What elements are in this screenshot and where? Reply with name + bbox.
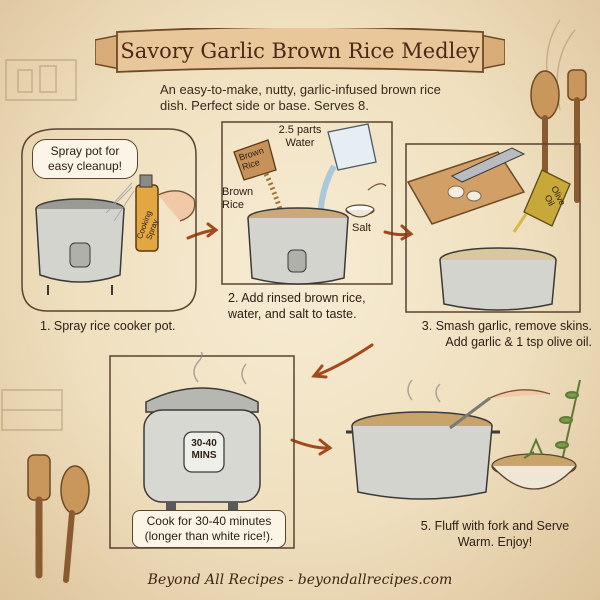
intro-text: An easy-to-make, nutty, garlic-infused b… (160, 82, 441, 113)
wooden-spoons-right-icon (530, 69, 587, 208)
step-1-caption: 1. Spray rice cooker pot. (40, 319, 176, 333)
tip-bubble: Spray pot for easy cleanup! (32, 139, 138, 179)
title-banner: Savory Garlic Brown Rice Medley (95, 28, 505, 78)
water-label: 2.5 parts Water (278, 124, 322, 149)
garlic-pot-icon (439, 247, 557, 311)
step-3-caption: 3. Smash garlic, remove skins. Add garli… (421, 319, 592, 349)
wooden-utensils-left-icon (27, 454, 90, 583)
arrow-step3-to-step4 (315, 343, 374, 377)
step-2-caption: 2. Add rinsed brown rice, water, and sal… (228, 291, 366, 321)
step-arrows (186, 222, 414, 456)
arrow-step4-to-step5 (290, 438, 328, 450)
closed-rice-cooker-icon (143, 387, 261, 514)
salt-label: Salt (352, 222, 371, 234)
herb-sprig-icon (555, 379, 581, 471)
rice-label: Brown Rice (222, 186, 254, 211)
arrow-step2-to-step3 (383, 230, 411, 237)
rice-cooker-filling-icon (247, 207, 349, 285)
step-5-caption: 5. Fluff with fork and Serve Warm. Enjoy… (420, 519, 570, 549)
step-3-panel: Olive Oil (402, 140, 584, 316)
step-1-panel: Spray pot for easy cleanup! Cooking Spra… (18, 125, 200, 315)
step-2-panel: 2.5 parts Water Brown Rice Brown Rice Sa… (218, 118, 396, 288)
serving-pot-icon (346, 411, 500, 500)
steam-icon (193, 352, 247, 385)
rice-cooker-pot-icon (35, 198, 125, 295)
fork-and-hand-icon (449, 389, 551, 430)
spray-can-icon (105, 174, 196, 252)
step-4-panel: 30-40 MINS Cook for 30-40 minutes (longe… (106, 352, 298, 552)
arrow-step1-to-step2 (186, 228, 216, 240)
footer-credit: Beyond All Recipes - beyondallrecipes.co… (147, 572, 453, 588)
cutting-board-icon (406, 147, 526, 225)
salt-bowl-icon (345, 183, 387, 218)
steam-icon (407, 380, 441, 403)
rice-bowl-icon (491, 437, 577, 490)
step-4-caption: Cook for 30-40 minutes (longer than whit… (132, 510, 286, 548)
timer-display: 30-40 MINS (191, 438, 217, 461)
olive-oil-bottle-icon (512, 169, 571, 233)
step-5-panel (340, 380, 580, 510)
page-title: Savory Garlic Brown Rice Medley (120, 39, 480, 63)
